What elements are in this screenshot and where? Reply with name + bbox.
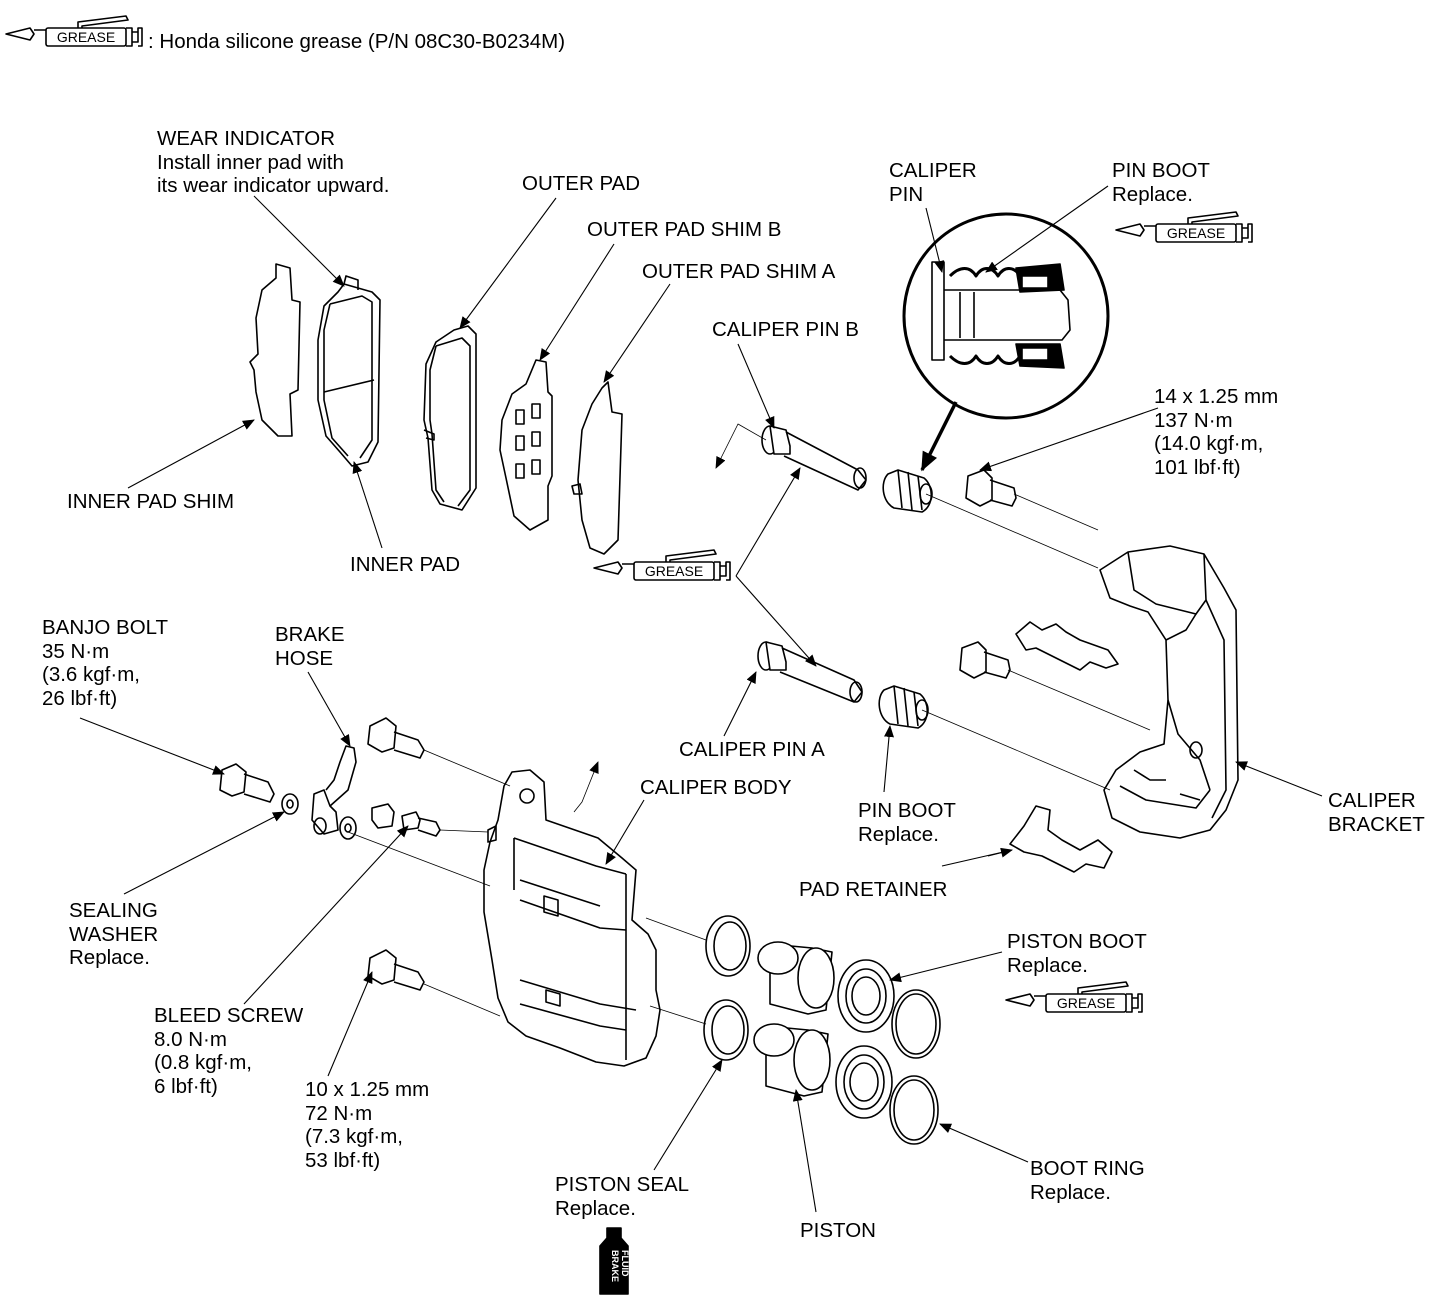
bracket-bolt-lower — [959, 641, 1011, 679]
label-pad-retainer: PAD RETAINER — [799, 878, 948, 901]
label-caliper-body: CALIPER BODY — [640, 776, 792, 799]
brake-fluid-icon-text-1: BRAKE — [610, 1250, 620, 1282]
legend-text: : Honda silicone grease (P/N 08C30-B0234… — [148, 30, 566, 53]
brake-hose-fitting — [311, 745, 357, 835]
piston-boot-lower — [835, 1045, 893, 1119]
label-arrows — [79, 185, 1323, 1213]
piston-seal-lower — [703, 999, 749, 1061]
piston-seal-upper — [705, 915, 751, 977]
grease-icon-pin-boot-text: GREASE — [1167, 225, 1225, 241]
caliper-body — [483, 769, 661, 1067]
piston-lower — [753, 1023, 831, 1097]
boot-ring-lower — [889, 1075, 939, 1145]
caliper-body-direction-arrow — [573, 761, 599, 813]
brake-fluid-icon-text-2: FLUID — [620, 1250, 630, 1277]
brake-fluid-icon: BRAKE FLUID — [599, 1227, 630, 1295]
pad-retainer-lower — [1009, 805, 1113, 873]
label-outer-pad-shim-b: OUTER PAD SHIM B — [587, 218, 782, 241]
label-inner-pad: INNER PAD — [350, 553, 461, 576]
label-piston: PISTON — [800, 1219, 876, 1242]
inner-pad-shim — [249, 263, 301, 437]
grease-icon-caliper-pins: GREASE — [593, 549, 731, 581]
inner-pad — [317, 275, 381, 467]
label-inner-pad-shim: INNER PAD SHIM — [67, 490, 235, 513]
bracket-bolt-upper — [965, 469, 1017, 507]
caliper-pin-b-direction-arrow — [715, 423, 767, 469]
label-outer-pad-shim-a: OUTER PAD SHIM A — [642, 260, 836, 283]
pin-boot-lower — [878, 685, 929, 729]
caliper-body-bolt-upper — [367, 717, 425, 759]
detail-pointer-arrow — [920, 401, 958, 472]
boot-ring-upper — [891, 989, 941, 1059]
grease-legend-icon: GREASE — [5, 15, 143, 47]
label-caliper-pin-b: CALIPER PIN B — [712, 318, 859, 341]
outer-pad — [423, 325, 477, 511]
sealing-washer-right — [339, 816, 357, 840]
label-caliper-pin-a: CALIPER PIN A — [679, 738, 825, 761]
grease-legend-icon-text: GREASE — [57, 29, 115, 45]
grease-icon-pin-boot: GREASE — [1115, 211, 1253, 243]
bleed-screw — [401, 811, 441, 837]
caliper-body-bolt-lower — [367, 949, 425, 991]
bleed-screw-cap — [371, 803, 395, 829]
piston-boot-upper — [837, 959, 895, 1033]
grease-icon-caliper-pins-text: GREASE — [645, 563, 703, 579]
caliper-pin-a — [757, 641, 863, 703]
grease-icon-piston-boot-text: GREASE — [1057, 995, 1115, 1011]
caliper-pin-detail-inset — [902, 212, 1110, 420]
caliper-pin-b — [761, 425, 867, 491]
outer-pad-shim-b — [499, 359, 553, 531]
assembly-center-lines — [347, 493, 1151, 1025]
label-outer-pad: OUTER PAD — [522, 172, 641, 195]
banjo-bolt — [219, 763, 275, 803]
sealing-washer-left — [281, 793, 299, 815]
grease-icon-piston-boot: GREASE — [1005, 981, 1143, 1013]
pin-boot-upper — [882, 469, 933, 513]
piston-upper — [757, 941, 835, 1015]
outer-pad-shim-a — [571, 381, 623, 555]
caliper-bracket — [1099, 545, 1239, 839]
pad-retainer-upper — [1015, 621, 1119, 671]
